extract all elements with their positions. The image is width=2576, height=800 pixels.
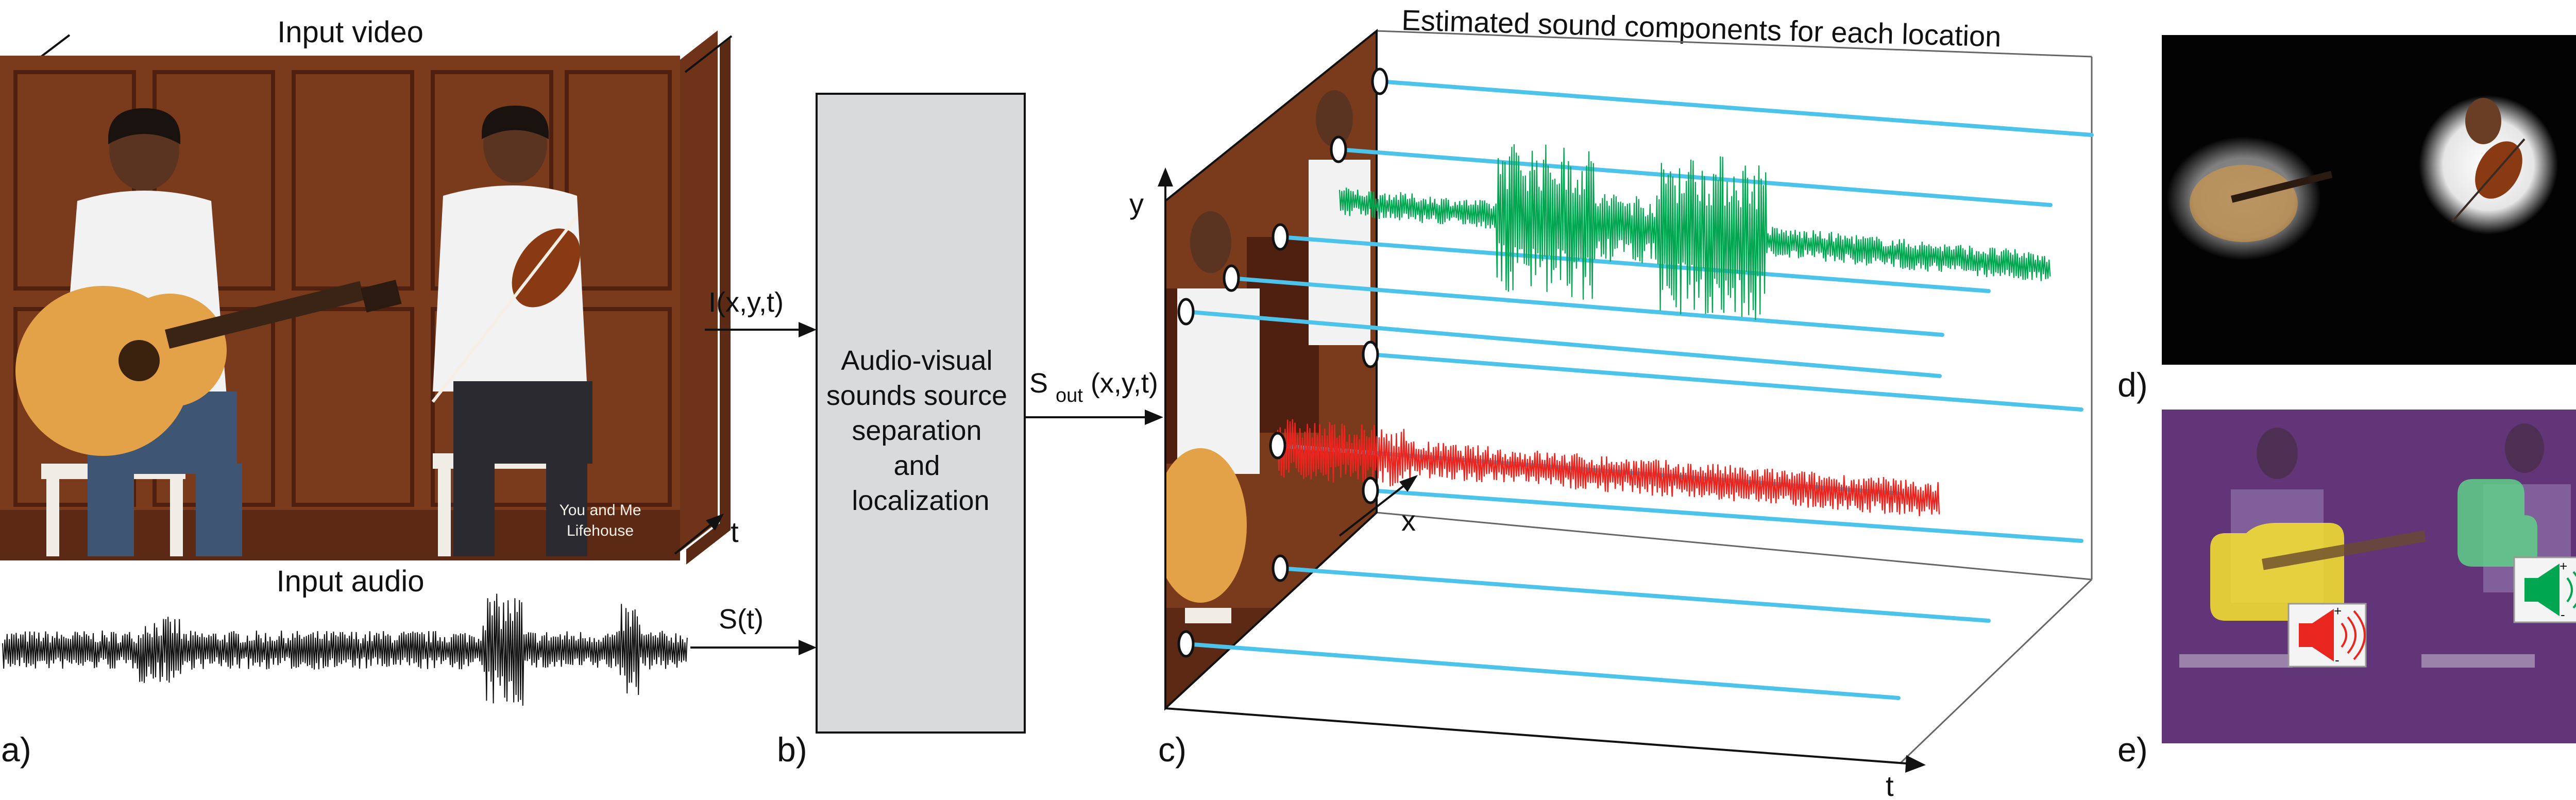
box-line-1: Audio-visual — [841, 345, 992, 376]
panel-a: Input video — [0, 15, 739, 769]
box-line-2: sounds source — [826, 380, 1007, 411]
panel-e-letter: e) — [2117, 730, 2148, 769]
separation-box — [816, 93, 1026, 734]
perspective-video-frame — [1164, 28, 1378, 711]
separation-box-label: Audio-visual sounds source separation an… — [826, 345, 1015, 516]
video-caption-line1: You and Me — [559, 502, 641, 519]
output-label-main: S — [1029, 368, 1048, 399]
location-marker — [1272, 554, 1289, 582]
input-audio-waveform — [2, 593, 688, 706]
video-t-axis: t — [674, 514, 739, 555]
perspective-violinist-head — [1316, 90, 1353, 147]
output-label-rest: (x,y,t) — [1091, 368, 1158, 399]
panel-c-title: Estimated sound components for each loca… — [1401, 4, 2002, 53]
box-line-3: separation — [852, 415, 981, 446]
video-t-axis-label: t — [731, 516, 739, 548]
location-marker — [1177, 630, 1195, 658]
location-line — [1336, 147, 2053, 207]
location-line — [1368, 352, 2083, 412]
panel-d: d) — [2117, 35, 2576, 404]
input-video-frame: You and Me Lifehouse — [0, 56, 680, 560]
location-line — [1229, 276, 1944, 337]
location-marker — [1362, 341, 1379, 368]
speaker-red-icon: + - — [2287, 603, 2367, 668]
y-axis-label: y — [1129, 188, 1144, 220]
output-label-sub: out — [1056, 385, 1083, 406]
location-line — [1184, 310, 1942, 378]
panel-c-box — [1376, 30, 2093, 763]
location-marker — [1362, 476, 1379, 504]
panel-c-letter: c) — [1158, 730, 1187, 769]
location-line — [1184, 642, 1901, 700]
location-marker — [1269, 432, 1286, 459]
location-line — [1368, 488, 2083, 543]
audio-arrow-label: S(t) — [719, 604, 764, 635]
input-audio-title: Input audio — [276, 565, 424, 598]
box-line-4: and — [893, 450, 940, 481]
green-sound-component-waveform — [1338, 144, 2051, 320]
panel-b: I(x,y,t) S(t) Audio-visual sounds source… — [690, 93, 1163, 769]
video-caption-line2: Lifehouse — [567, 522, 634, 539]
guitar-highlight — [2210, 523, 2344, 621]
panel-c: Estimated sound components for each loca… — [1129, 4, 2094, 800]
t-axis — [1165, 707, 1907, 764]
location-line — [1278, 235, 1991, 293]
panel-a-letter: a) — [1, 730, 31, 769]
output-arrow-label: S out (x,y,t) — [1029, 368, 1158, 408]
x-axis-label: x — [1401, 504, 1416, 537]
location-marker — [1371, 67, 1388, 95]
violinist — [431, 106, 592, 556]
frame-stack-top-line — [684, 35, 733, 73]
speaker-green-plus: + — [2560, 558, 2567, 574]
speaker-green-icon: + - — [2513, 556, 2576, 623]
location-line — [1378, 79, 2094, 137]
speaker-red-minus: - — [2335, 652, 2340, 668]
location-line — [1278, 566, 1991, 623]
t-axis-label: t — [1886, 770, 1894, 800]
location-marker — [1272, 223, 1289, 251]
input-video-title: Input video — [277, 15, 423, 49]
panel-b-letter: b) — [777, 730, 807, 769]
panel-c-axes: y x t — [1129, 167, 1926, 800]
location-markers — [1177, 67, 1388, 658]
location-marker — [1330, 135, 1347, 163]
guitarist — [15, 108, 402, 556]
speaker-green-minus: - — [2561, 607, 2565, 622]
perspective-guitarist-head — [1190, 211, 1231, 273]
location-lines — [1184, 79, 2094, 700]
panel-d-letter: d) — [2117, 366, 2148, 404]
location-marker — [1177, 298, 1195, 326]
violin-highlight — [2458, 479, 2537, 567]
x-axis — [1338, 481, 1410, 537]
red-sound-component-waveform — [1277, 419, 1940, 517]
panel-e: + - + - e) — [2117, 410, 2576, 769]
location-marker — [1223, 264, 1240, 292]
speaker-red-plus: + — [2334, 603, 2342, 619]
box-line-5: localization — [852, 485, 989, 516]
video-arrow-label: I(x,y,t) — [708, 287, 784, 318]
